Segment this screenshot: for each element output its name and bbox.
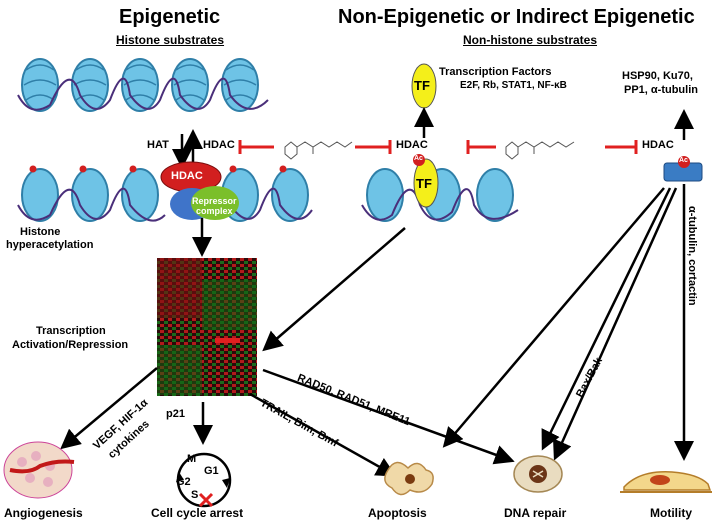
p21-label: p21: [166, 408, 185, 420]
tf-bound: [413, 158, 439, 208]
angiogenesis-illustration: [3, 441, 75, 499]
ac-label-tf: Ac: [414, 155, 423, 162]
phase-s: S: [191, 489, 199, 501]
hdac-label-left: HDAC: [203, 139, 235, 151]
nucleosome: [71, 58, 109, 112]
inhibitor-molecule: [284, 141, 353, 160]
inhibitor-molecule: [505, 141, 575, 160]
alpha-tubulin-label: α-tubulin, cortactin: [686, 206, 698, 306]
phase-g2: G2: [176, 476, 191, 488]
nucleosome: [21, 58, 59, 112]
nucleosome: [366, 168, 404, 222]
nucleosome: [221, 58, 259, 112]
outcome-motility: Motility: [650, 506, 692, 520]
ac-label-target: Ac: [679, 157, 688, 164]
nonhistone-2: PP1, α-tubulin: [624, 84, 698, 96]
right-title: Non-Epigenetic or Indirect Epigenetic: [338, 6, 695, 28]
tf-list: E2F, Rb, STAT1, NF-κB: [460, 80, 567, 91]
left-subtitle: Histone substrates: [116, 33, 225, 47]
arrow-target-to-dna-repair-2: [553, 187, 678, 461]
apoptosis-illustration: [384, 461, 434, 496]
hdac-enzyme-label: HDAC: [171, 170, 203, 182]
hdac-label-middle: HDAC: [396, 139, 428, 151]
arrest-x: [198, 492, 214, 508]
arrow-to-angiogenesis: [60, 367, 158, 450]
hdac-label-right: HDAC: [642, 139, 674, 151]
left-title: Epigenetic: [119, 6, 221, 28]
outcome-cell-cycle: Cell cycle arrest: [151, 506, 244, 520]
inhibit-hdac-left: [238, 140, 274, 154]
repressor-label-2: complex: [196, 206, 233, 216]
histone-hyper-2: hyperacetylation: [6, 239, 94, 251]
arrow-to-apoptosis: [249, 392, 397, 477]
histone-hyper-1: Histone: [20, 226, 61, 238]
acetyl-mark-tf: [413, 154, 425, 166]
dna-strand-bottom: [17, 187, 313, 222]
outcome-angiogenesis: Angiogenesis: [4, 506, 83, 520]
phase-m: M: [187, 453, 197, 465]
inhibit-hdac-right-a: [466, 140, 496, 154]
repressor-green-part: [191, 186, 239, 220]
tf-free-label: TF: [414, 78, 430, 93]
outcome-dna-repair: DNA repair: [504, 506, 567, 520]
phase-g1: G1: [204, 465, 219, 477]
inhibit-hdac-right-b: [605, 140, 638, 154]
nucleosome: [476, 168, 514, 222]
arrow-target-to-apoptosis: [442, 187, 665, 448]
transcription-1: Transcription: [36, 325, 106, 337]
cell-cycle-diagram: [176, 452, 232, 508]
nucleosome: [121, 165, 159, 222]
transcription-2: Activation/Repression: [12, 339, 129, 351]
nucleosome: [71, 165, 109, 222]
repressor-label-1: Repressor: [192, 196, 237, 206]
nonhistone-1: HSP90, Ku70,: [622, 70, 693, 82]
right-subtitle: Non-histone substrates: [463, 33, 598, 47]
inhibit-hdac-middle: [355, 140, 392, 154]
top-nucleosome-row: [17, 58, 269, 112]
tf-nucleosome-group: [361, 168, 519, 222]
nucleosome: [21, 165, 59, 222]
outcome-apoptosis: Apoptosis: [368, 506, 427, 520]
tf-bound-label: TF: [416, 176, 432, 191]
dna-repair-illustration: [513, 455, 563, 493]
tf-title: Transcription Factors: [439, 66, 552, 78]
dna-strand-top: [17, 77, 269, 111]
arrow-to-dna-repair: [262, 368, 515, 465]
hat-label: HAT: [147, 139, 169, 151]
arrow-tf-to-heatmap: [262, 227, 406, 352]
acetyl-mark-target: [678, 156, 690, 168]
motility-illustration: [620, 471, 712, 493]
arrow-target-to-dna-repair: [541, 187, 672, 451]
